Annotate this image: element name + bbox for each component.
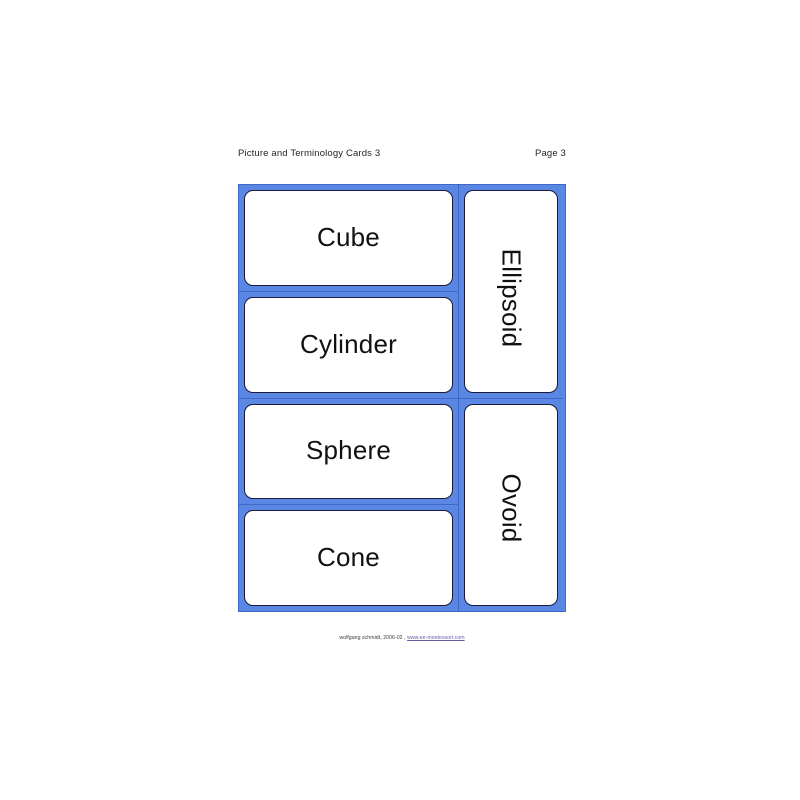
card-label: Sphere: [305, 435, 392, 466]
card-label: Ellipsoid: [496, 248, 527, 348]
right-column: Ellipsoid Ovoid: [458, 185, 563, 611]
grid-cell: Cone: [239, 504, 458, 611]
page-title: Picture and Terminology Cards 3: [238, 148, 381, 160]
footer-credit-line: wolfgang schmidt, 2006-02 , www.ee-monte…: [339, 635, 464, 641]
card-label: Ovoid: [495, 473, 526, 543]
card-label: Cube: [317, 221, 380, 252]
card-cube[interactable]: Cube: [244, 190, 453, 286]
grid-cell: Ovoid: [459, 397, 563, 612]
card-label: Cone: [317, 542, 380, 573]
grid-cell: Sphere: [239, 397, 458, 505]
page-number-label: Page 3: [534, 148, 566, 160]
document-footer: wolfgang schmidt, 2006-02 , www.ee-monte…: [238, 626, 566, 644]
card-cylinder[interactable]: Cylinder: [244, 296, 453, 393]
card-ellipsoid[interactable]: Ellipsoid: [464, 190, 558, 393]
left-column: Cube Cylinder Sphere Cone: [239, 185, 458, 611]
card-cone[interactable]: Cone: [244, 510, 453, 606]
document-header: Picture and Terminology Cards 3 Page 3: [238, 146, 566, 162]
card-ovoid[interactable]: Ovoid: [464, 403, 558, 606]
card-sphere[interactable]: Sphere: [244, 403, 453, 500]
grid-cell: Cylinder: [239, 290, 458, 398]
footer-website-link[interactable]: www.ee-montessori.com: [407, 635, 465, 641]
cards-grid: Cube Cylinder Sphere Cone: [238, 184, 566, 612]
card-label: Cylinder: [300, 328, 397, 359]
grid-cell: Cube: [239, 185, 458, 291]
grid-cell: Ellipsoid: [459, 185, 563, 398]
footer-credit-text: wolfgang schmidt, 2006-02 ,: [339, 635, 408, 641]
